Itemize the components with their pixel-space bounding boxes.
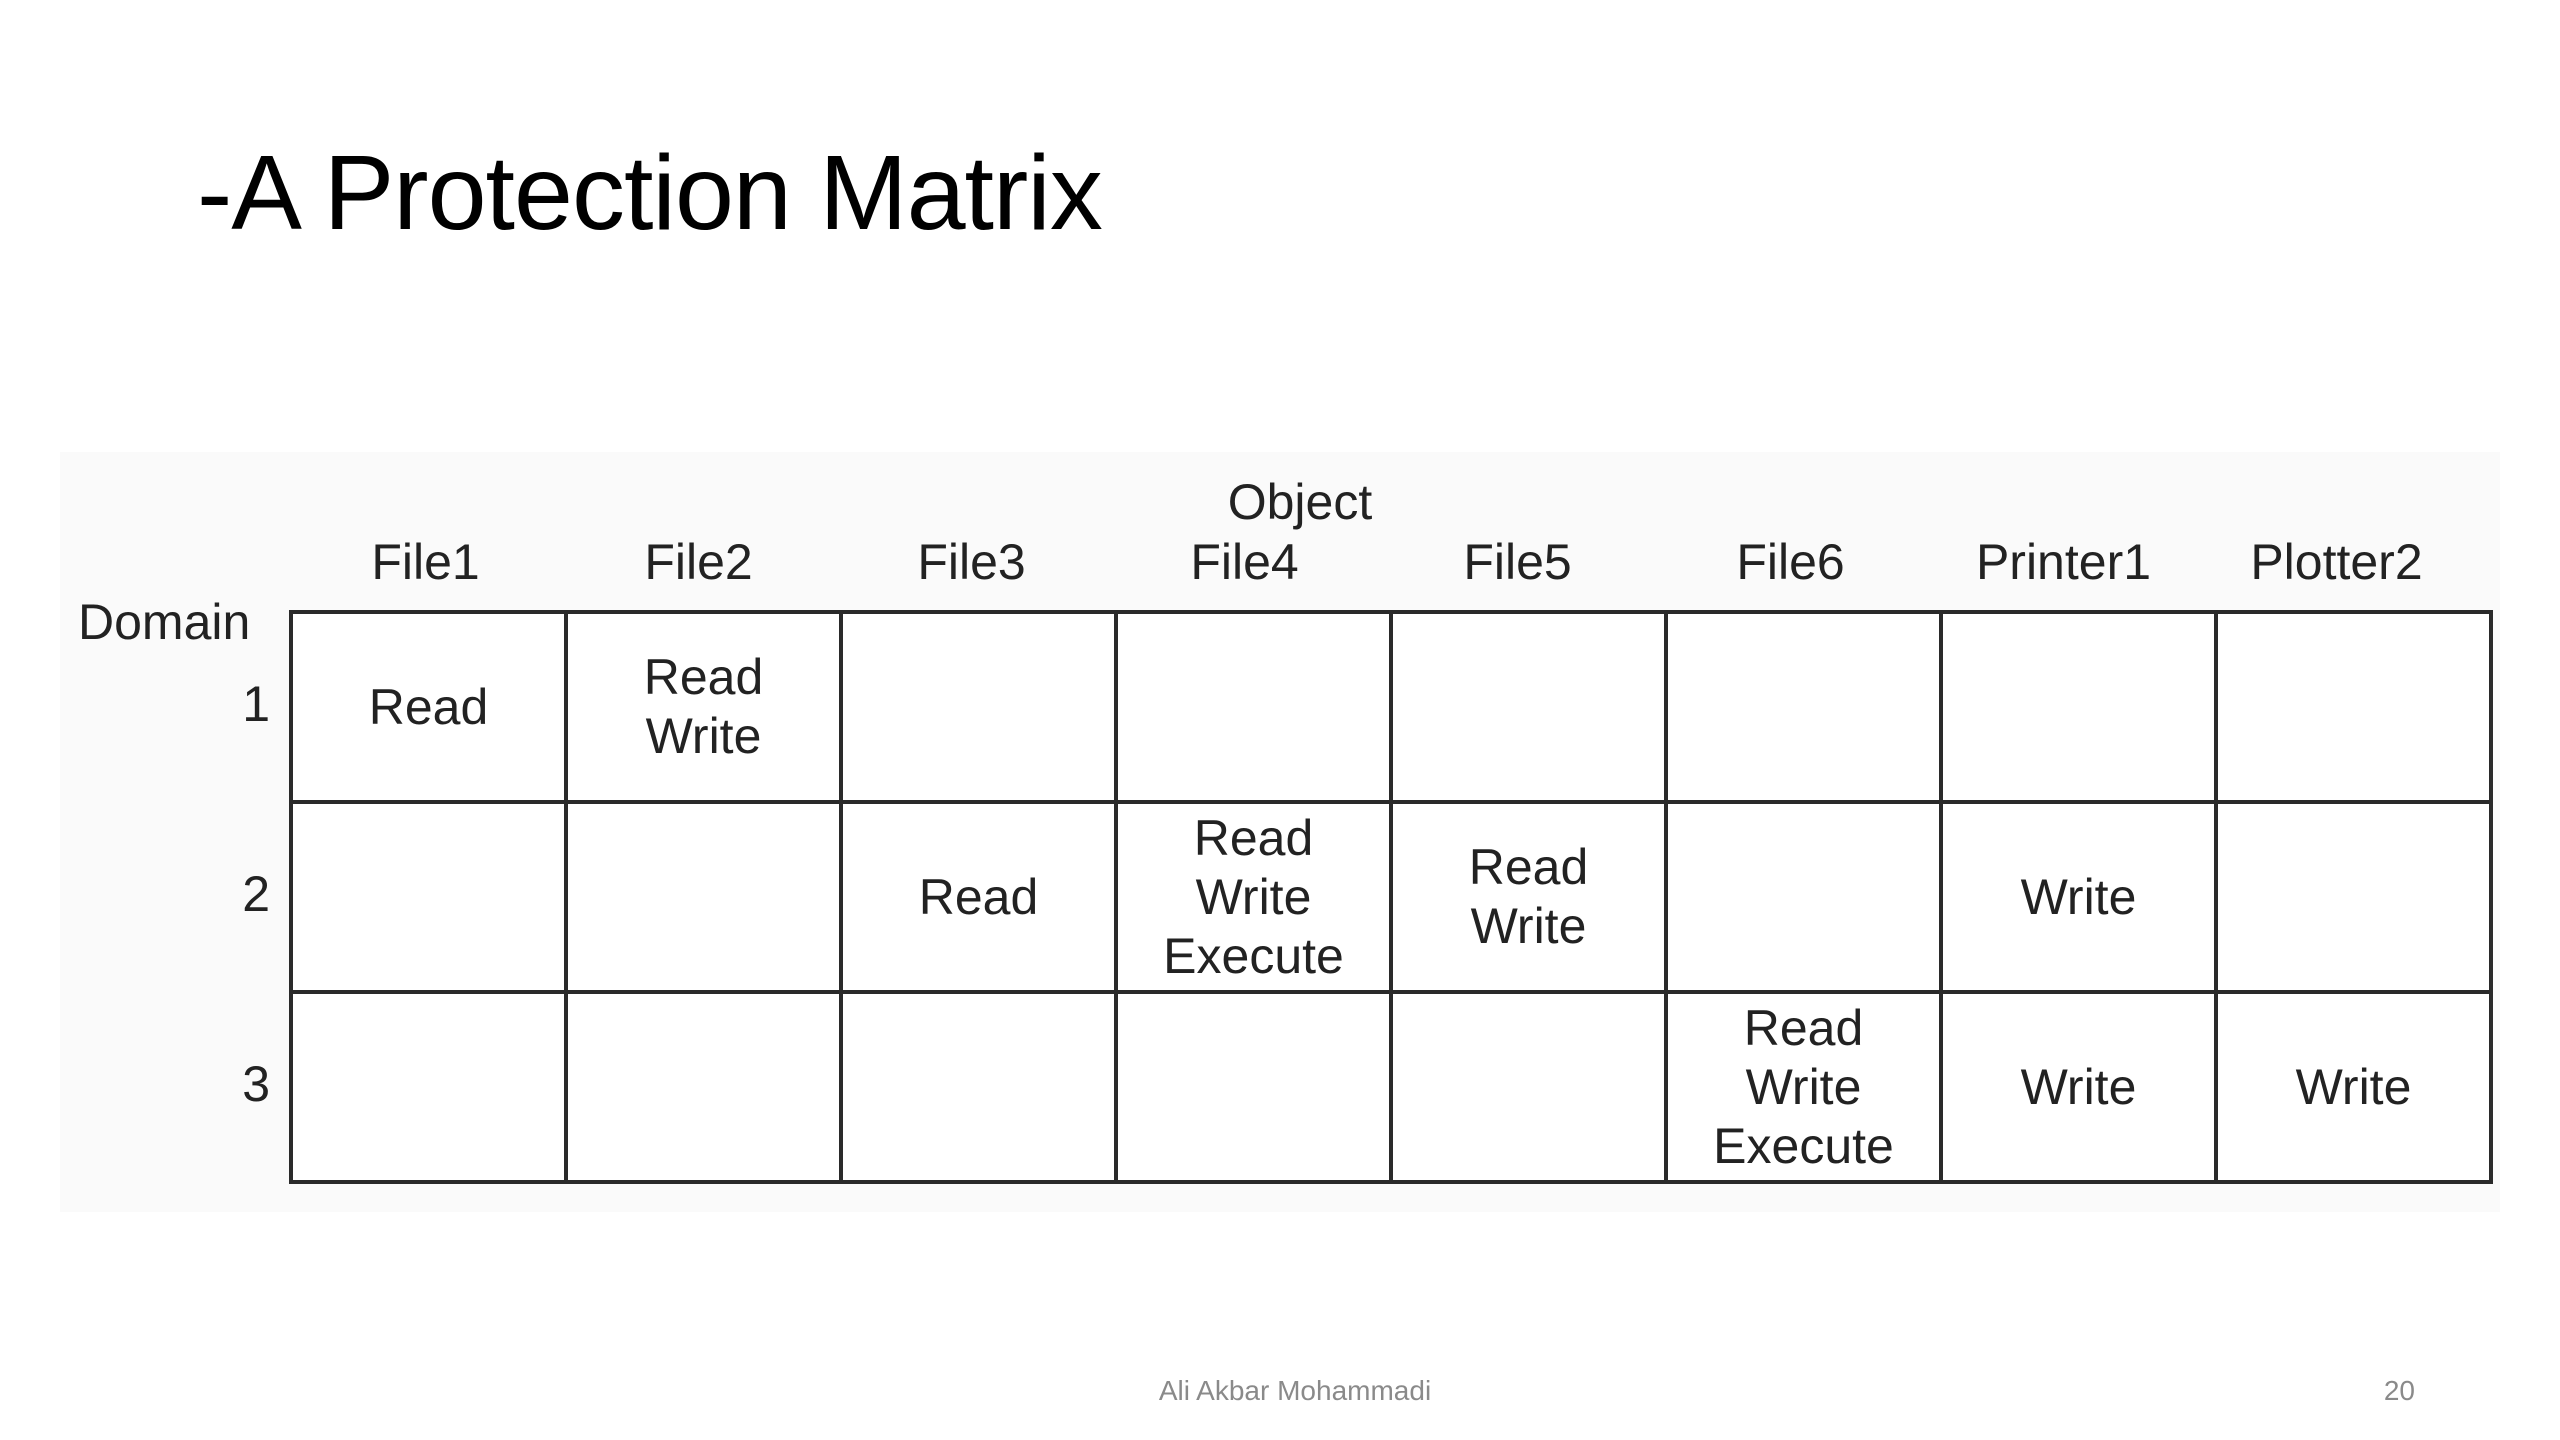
permission-text: Write bbox=[645, 708, 762, 764]
row-header: 2 bbox=[242, 866, 270, 922]
permission-text: Write bbox=[1745, 1058, 1862, 1115]
matrix-cell bbox=[1389, 990, 1668, 1184]
permission-text: Read bbox=[1743, 999, 1864, 1056]
permission-text: Read bbox=[643, 649, 764, 705]
footer-author: Ali Akbar Mohammadi bbox=[1158, 1375, 1432, 1406]
slide-title: -A Protection Matrix bbox=[197, 134, 1103, 252]
row-header: 1 bbox=[242, 676, 270, 732]
object-axis-label: Object bbox=[1227, 474, 1373, 530]
matrix-cell bbox=[564, 990, 843, 1184]
column-header: File6 bbox=[1736, 534, 1845, 590]
row-header: 3 bbox=[242, 1056, 270, 1112]
column-header: File2 bbox=[644, 534, 753, 590]
permission-text: Write bbox=[2020, 1058, 2137, 1115]
matrix-cell bbox=[289, 990, 568, 1184]
permission-text: Write bbox=[2295, 1058, 2412, 1115]
column-header: Plotter2 bbox=[2250, 534, 2423, 590]
matrix-cell bbox=[1389, 610, 1668, 804]
matrix-cell: Read bbox=[839, 800, 1118, 994]
column-header: Printer1 bbox=[1975, 534, 2152, 590]
permission-text: Read bbox=[1193, 809, 1314, 866]
permission-text: Read bbox=[918, 868, 1039, 925]
column-header: File5 bbox=[1463, 534, 1572, 590]
permission-text: Execute bbox=[1713, 1117, 1894, 1174]
matrix-cell bbox=[564, 800, 843, 994]
matrix-cell bbox=[839, 990, 1118, 1184]
matrix-cell bbox=[1114, 990, 1393, 1184]
matrix-cell bbox=[1664, 800, 1943, 994]
matrix-cell bbox=[2214, 800, 2493, 994]
permission-text: Read bbox=[368, 678, 489, 735]
page-number: 20 bbox=[2383, 1375, 2415, 1406]
matrix-cell: Read bbox=[289, 610, 568, 804]
matrix-cell bbox=[1664, 610, 1943, 804]
column-headers: File1 File2 File3 File4 File5 File6 Prin… bbox=[289, 532, 2475, 592]
matrix-cell: Write bbox=[2214, 990, 2493, 1184]
domain-axis-label: Domain bbox=[78, 594, 251, 650]
matrix-cell bbox=[1939, 610, 2218, 804]
column-header: File4 bbox=[1190, 534, 1299, 590]
column-header: File1 bbox=[371, 534, 480, 590]
matrix-cell bbox=[2214, 610, 2493, 804]
matrix-cell: Write bbox=[1939, 800, 2218, 994]
column-header: File3 bbox=[917, 534, 1026, 590]
matrix-cell bbox=[839, 610, 1118, 804]
permission-text: Write bbox=[1470, 898, 1587, 954]
permission-text: Execute bbox=[1163, 927, 1344, 984]
permission-text: Read bbox=[1468, 839, 1589, 895]
permission-text: Write bbox=[2020, 868, 2137, 925]
matrix-cell: Write bbox=[1939, 990, 2218, 1184]
permission-text: Write bbox=[1195, 868, 1312, 925]
matrix-cell bbox=[1114, 610, 1393, 804]
matrix-cell bbox=[289, 800, 568, 994]
protection-matrix-figure: Object File1 File2 File3 File4 File5 Fil… bbox=[60, 452, 2500, 1212]
